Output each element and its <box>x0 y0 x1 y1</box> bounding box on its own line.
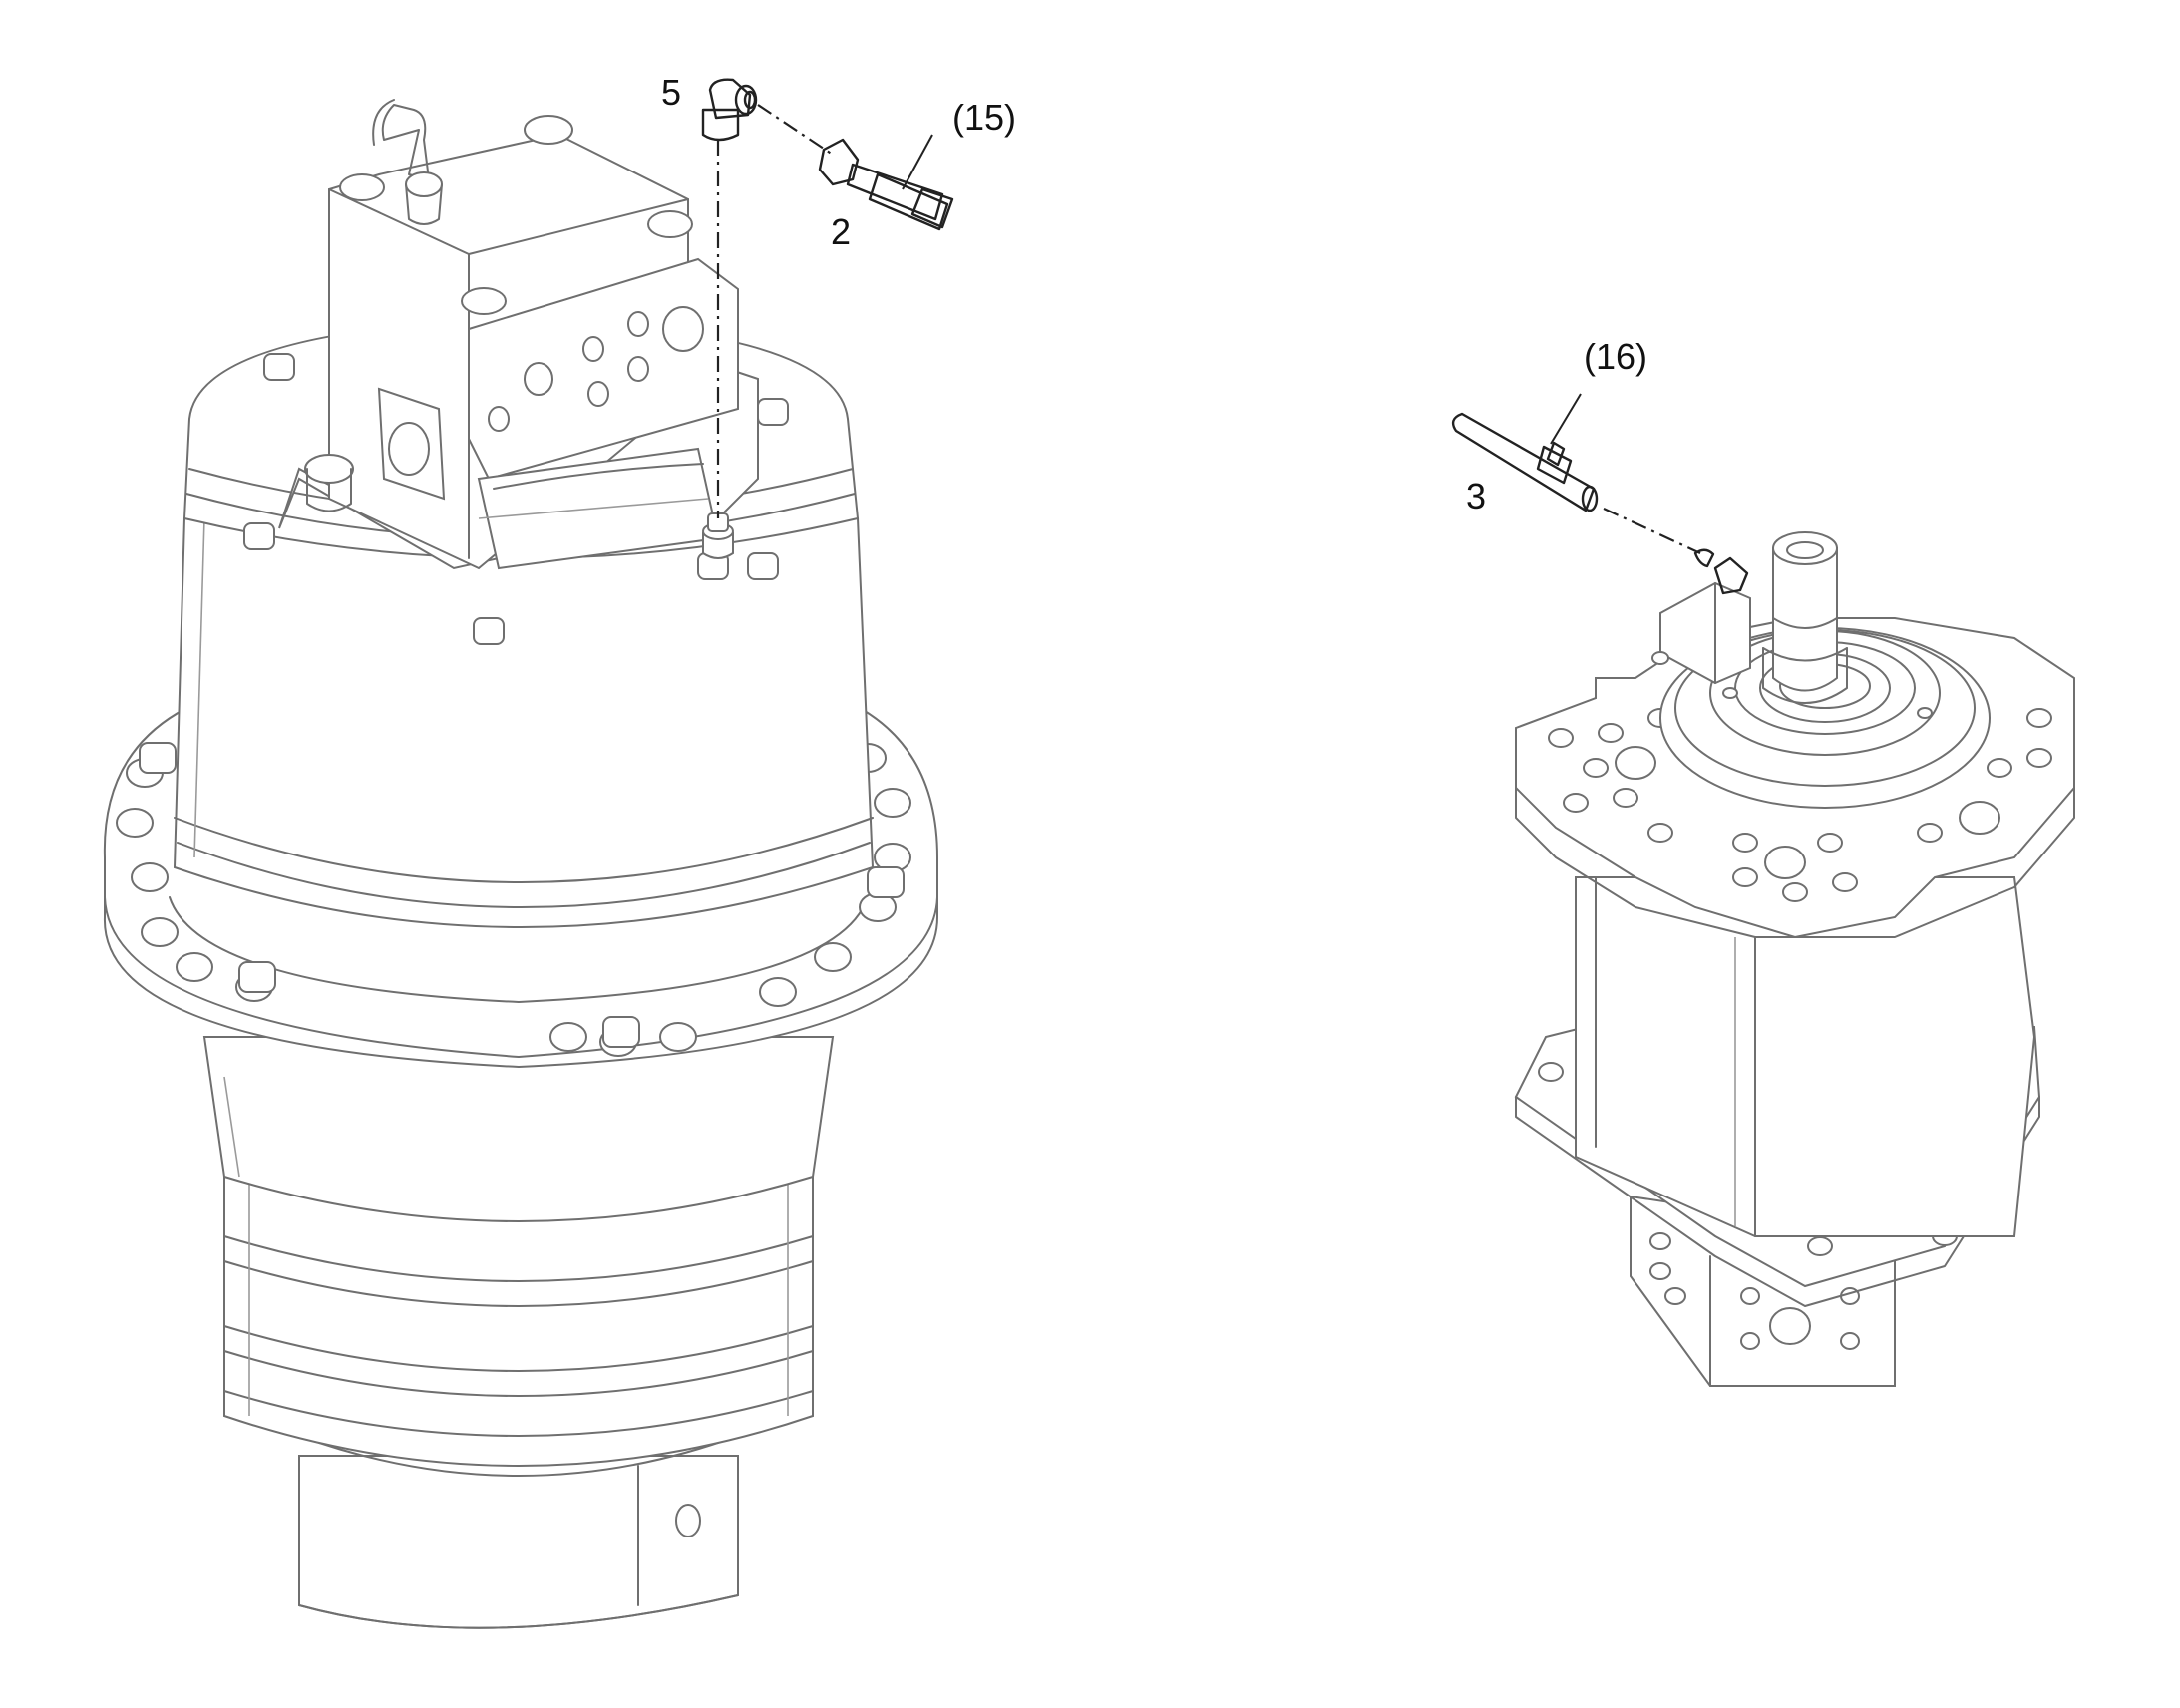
final-drive-assembly <box>103 99 938 1629</box>
valve-block <box>278 99 759 570</box>
dash-line-3-to-motor <box>1603 508 1701 554</box>
hose-fitting-part-2 <box>818 138 954 231</box>
bottom-hub <box>298 1435 739 1629</box>
callout-5: 5 <box>661 72 681 113</box>
lower-drum <box>223 1156 814 1467</box>
mid-housing <box>202 1036 835 1222</box>
hydraulic-motor-assembly <box>1514 531 2075 1387</box>
leader-16 <box>1550 393 1582 445</box>
callout-2: 2 <box>831 211 851 252</box>
dash-line-5-to-2 <box>757 104 834 156</box>
upper-drum <box>173 517 875 928</box>
hose-fitting-part-3 <box>1451 412 1599 512</box>
callout-16: (16) <box>1584 336 1647 377</box>
output-shaft <box>1762 531 1848 704</box>
leader-lines <box>902 134 1582 445</box>
sensor-bracket <box>1651 548 1751 685</box>
motor-body <box>1575 876 2036 1237</box>
leader-15 <box>902 134 933 190</box>
callout-15: (15) <box>952 97 1016 138</box>
assembly-lines <box>716 104 1701 554</box>
elbow-fitting-part-5 <box>701 78 758 142</box>
callout-3: 3 <box>1466 476 1486 516</box>
